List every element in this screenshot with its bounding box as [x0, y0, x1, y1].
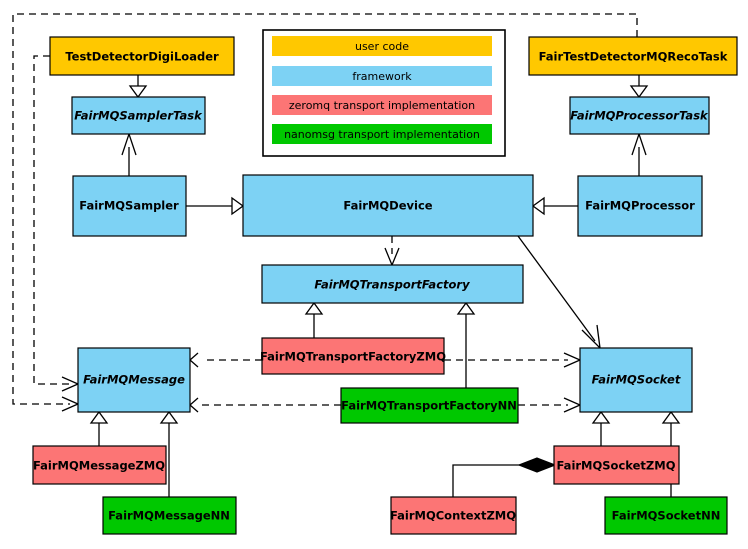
legend: user code framework zeromq transport imp… [262, 29, 506, 157]
edge-layer [12, 13, 681, 497]
edge-device-uses-socket [517, 235, 601, 350]
legend-label-framework: framework [352, 70, 412, 83]
legend-swatch-user-code [272, 36, 492, 56]
node-TestDetectorDigiLoader[interactable]: TestDetectorDigiLoader [49, 36, 235, 76]
edge-factorynn-uses-socket [518, 397, 582, 413]
legend-item-user-code: user code [272, 36, 492, 56]
node-label: FairMQTransportFactoryZMQ [260, 350, 446, 364]
node-label: FairMQContextZMQ [390, 509, 516, 523]
node-FairMQSocketNN[interactable]: FairMQSocketNN [604, 496, 728, 535]
edge-factoryzmq-uses-message [189, 352, 262, 368]
legend-swatch-nanomsg [272, 124, 492, 144]
node-FairMQMessage[interactable]: FairMQMessage [77, 347, 191, 413]
edge-recotask-inherits-processortask [629, 75, 649, 99]
edge-messagezmq-inherits-message [89, 410, 109, 446]
node-label: FairMQTransportFactory [314, 278, 470, 292]
node-FairMQMessageZMQ[interactable]: FairMQMessageZMQ [32, 445, 167, 485]
node-FairMQSampler[interactable]: FairMQSampler [72, 175, 187, 237]
node-label: FairMQProcessorTask [570, 109, 709, 123]
legend-swatch-zeromq [272, 95, 492, 115]
node-label: FairMQMessageNN [108, 509, 230, 523]
legend-item-nanomsg: nanomsg transport implementation [272, 124, 492, 144]
edge-factoryzmq-uses-socket [444, 352, 582, 368]
node-label: FairMQSocket [592, 373, 681, 387]
node-label: FairMQDevice [343, 199, 432, 213]
legend-item-zeromq: zeromq transport implementation [272, 95, 492, 115]
node-label: FairTestDetectorMQRecoTask [539, 50, 728, 64]
node-FairTestDetectorMQRecoTask[interactable]: FairTestDetectorMQRecoTask [528, 36, 738, 76]
edge-sampler-uses-samplertask [121, 131, 137, 176]
edge-sampler-inherits-device [186, 196, 245, 216]
node-label: TestDetectorDigiLoader [65, 50, 219, 64]
node-FairMQTransportFactory[interactable]: FairMQTransportFactory [261, 264, 524, 304]
node-label: FairMQSocketNN [612, 509, 721, 523]
node-label: FairMQSampler [79, 199, 179, 213]
node-label: FairMQTransportFactoryNN [341, 399, 517, 413]
edge-messagenn-inherits-message [159, 410, 179, 497]
edge-device-uses-transportfactory [384, 236, 400, 267]
edge-processor-inherits-device [531, 196, 578, 216]
edge-factoryzmq-inherits-factory [304, 301, 324, 338]
node-label: FairMQMessageZMQ [33, 459, 165, 473]
edge-processor-uses-processortask [631, 131, 647, 176]
edge-socketzmq-owns-contextzmq [452, 457, 557, 497]
node-FairMQSocket[interactable]: FairMQSocket [579, 347, 693, 413]
node-layer: TestDetectorDigiLoader FairTestDetectorM… [32, 36, 738, 535]
node-FairMQTransportFactoryNN[interactable]: FairMQTransportFactoryNN [340, 387, 519, 424]
legend-swatch-framework [272, 66, 492, 86]
legend-label-zeromq: zeromq transport implementation [289, 99, 475, 112]
node-FairMQProcessor[interactable]: FairMQProcessor [577, 175, 703, 237]
node-FairMQMessageNN[interactable]: FairMQMessageNN [102, 496, 237, 535]
node-FairMQSocketZMQ[interactable]: FairMQSocketZMQ [553, 445, 680, 485]
edge-factorynn-uses-message [189, 397, 341, 413]
legend-label-user-code: user code [355, 40, 409, 53]
legend-item-framework: framework [272, 66, 492, 86]
node-label: FairMQSamplerTask [74, 109, 203, 123]
node-FairMQContextZMQ[interactable]: FairMQContextZMQ [390, 496, 517, 535]
node-label: FairMQProcessor [585, 199, 695, 213]
node-FairMQProcessorTask[interactable]: FairMQProcessorTask [569, 96, 710, 135]
node-FairMQTransportFactoryZMQ[interactable]: FairMQTransportFactoryZMQ [260, 337, 446, 375]
node-label: FairMQMessage [83, 373, 185, 387]
edge-socketzmq-inherits-socket [591, 410, 611, 446]
edge-factorynn-inherits-factory [456, 301, 476, 388]
node-FairMQDevice[interactable]: FairMQDevice [242, 174, 534, 237]
edge-digiloader-inherits-samplertask [128, 75, 148, 99]
node-FairMQSamplerTask[interactable]: FairMQSamplerTask [71, 96, 206, 135]
node-label: FairMQSocketZMQ [557, 459, 676, 473]
legend-label-nanomsg: nanomsg transport implementation [284, 128, 480, 141]
